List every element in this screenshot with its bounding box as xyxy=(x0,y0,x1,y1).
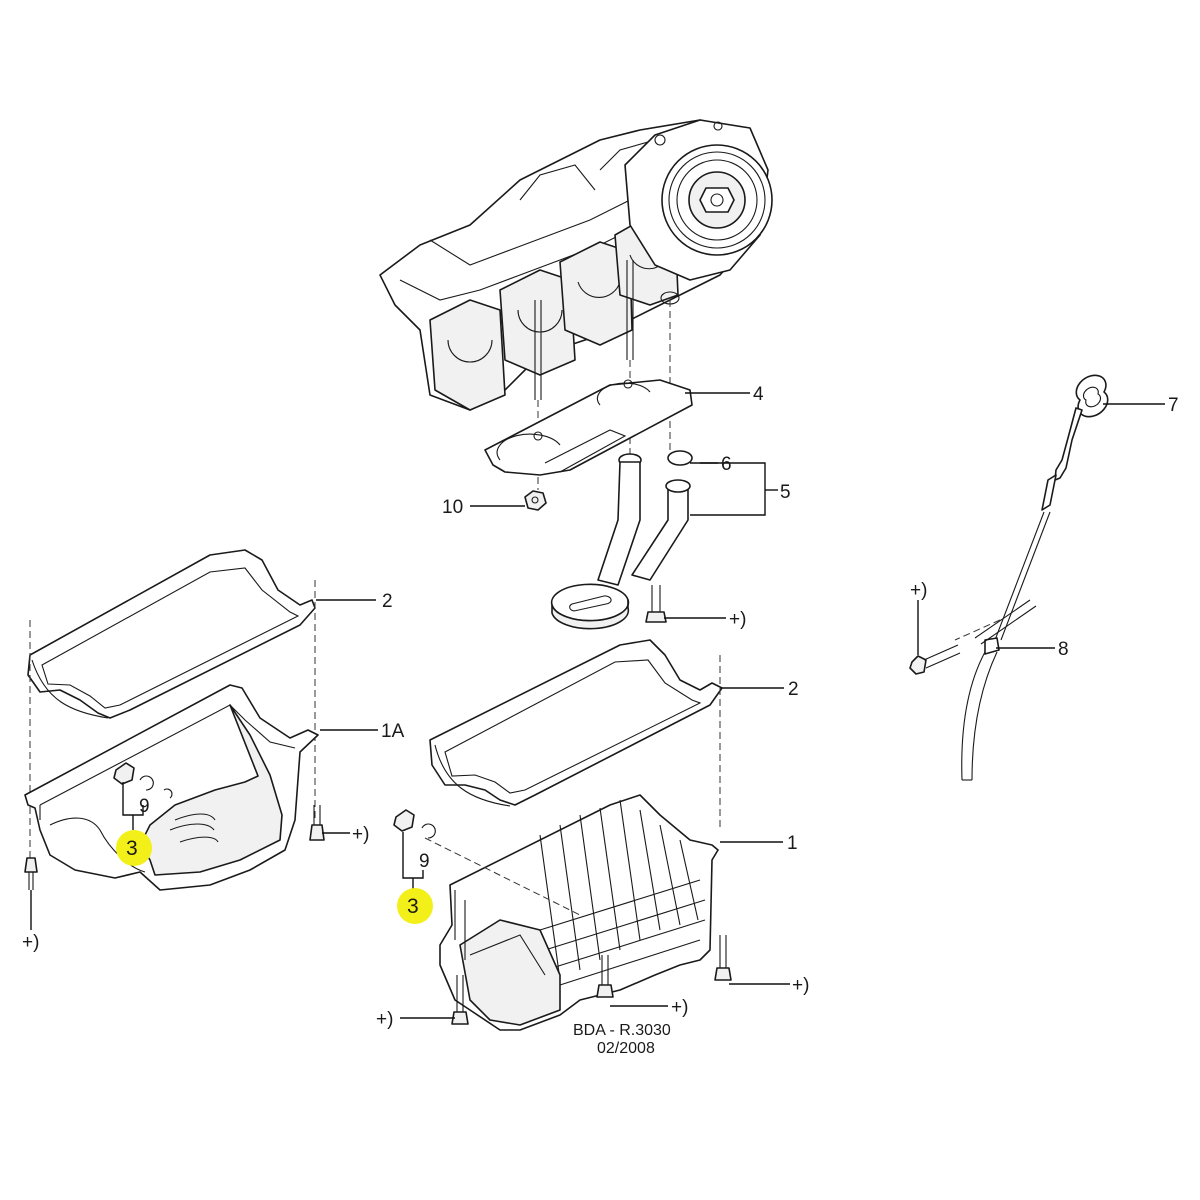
highlight-right-3 xyxy=(397,888,433,924)
nut xyxy=(524,490,547,511)
right-pan-bolts xyxy=(424,837,732,1025)
right-oil-pan xyxy=(393,794,719,1031)
dipstick-tube xyxy=(954,599,1037,781)
callout-9-right: 9 xyxy=(419,851,430,872)
callout-4: 4 xyxy=(753,384,764,405)
leader-lines xyxy=(122,392,1165,1019)
drawing-code: BDA - R.3030 xyxy=(573,1022,671,1039)
left-pan-bolts xyxy=(24,805,325,930)
callout-1A: 1A xyxy=(381,721,405,742)
plus-marker-right-pan-middle-bolt: +) xyxy=(671,997,688,1018)
callout-2-right: 2 xyxy=(788,679,799,700)
callout-3-left: 3 xyxy=(126,837,138,860)
windage-tray xyxy=(484,379,693,476)
callout-8: 8 xyxy=(1058,639,1069,660)
callout-9-left: 9 xyxy=(139,796,150,817)
callout-2-left: 2 xyxy=(382,591,393,612)
callout-3-right: 3 xyxy=(407,895,419,918)
plus-marker-pickup-bolt: +) xyxy=(729,609,746,630)
plus-marker-right-pan-right-bolt: +) xyxy=(792,975,809,996)
drawing-date: 02/2008 xyxy=(597,1040,655,1057)
callout-7: 7 xyxy=(1168,395,1179,416)
left-oil-pan xyxy=(24,684,319,891)
dipstick-tube-bolt xyxy=(909,600,961,675)
oil-pickup-tube xyxy=(550,450,693,630)
left-gasket xyxy=(27,549,316,860)
dipstick xyxy=(994,374,1109,641)
callout-1: 1 xyxy=(787,833,798,854)
plus-marker-dipstick-bolt: +) xyxy=(910,580,927,601)
callout-10: 10 xyxy=(442,497,463,518)
engine-block xyxy=(379,119,773,411)
plus-marker-right-pan-left-bolt: +) xyxy=(376,1009,393,1030)
plus-marker-left-pan-right-bolt: +) xyxy=(352,824,369,845)
highlight-left-3 xyxy=(116,830,152,866)
pickup-bolt xyxy=(645,585,667,623)
callout-6: 6 xyxy=(721,454,732,475)
right-gasket xyxy=(429,639,723,830)
plus-marker-left-pan-left-bolt: +) xyxy=(22,932,39,953)
callout-5: 5 xyxy=(780,482,791,503)
